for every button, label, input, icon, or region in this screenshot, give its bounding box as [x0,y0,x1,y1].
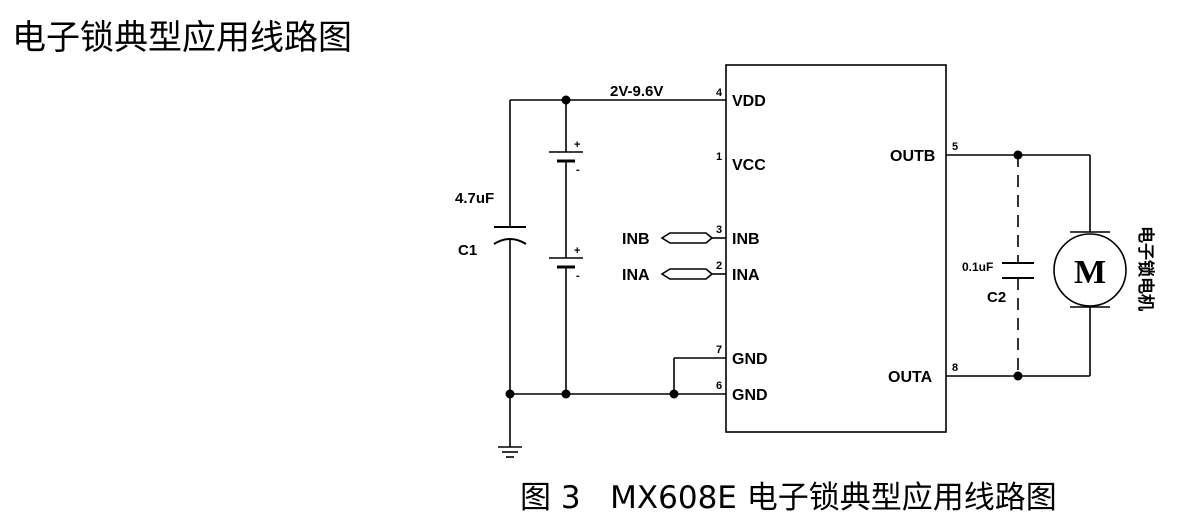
motor-icon [1053,233,1127,307]
pin-number: 4 [716,87,723,99]
battery-plus-label: + [574,245,580,257]
c2-value-label: 0.1uF [962,260,993,274]
figure-number: 图 3 [520,480,581,516]
junction-dots [505,95,1023,399]
figure-caption: 图 3 MX608E 电子锁典型应用线路图 [520,472,1057,517]
capacitor-c1-icon [493,226,527,245]
pin-name-gnd-7: GND [732,351,768,368]
chip-body [725,64,947,433]
c2-name-label: C2 [987,289,1006,306]
battery-minus-label: - [576,164,580,176]
ground-icon [498,446,522,458]
pin-number: 3 [716,224,722,236]
ina-connector-icon [660,268,714,280]
pin-name-inb: INB [732,231,760,248]
motor-symbol-label: M [1074,254,1106,291]
pin-number: 7 [716,344,722,356]
inb-connector-icon [660,232,714,244]
pin-number: 8 [952,362,958,374]
pin-name-outa: OUTA [888,369,933,386]
figure-caption-text: MX608E 电子锁典型应用线路图 [610,480,1057,516]
pin-number: 5 [952,141,958,153]
input-label-inb: INB [622,231,650,248]
motor-label: 电子锁电机 [1135,226,1156,311]
c1-value-label: 4.7uF [455,190,494,207]
pin-name-outb: OUTB [890,148,935,165]
page-title: 电子锁典型应用线路图 [12,18,352,58]
pin-number: 2 [716,260,722,272]
pin-name-vdd: VDD [732,93,766,110]
battery-icon [549,151,583,163]
battery-minus-label: - [576,270,580,282]
pin-name-gnd-6: GND [732,387,768,404]
battery-icon [549,257,583,269]
battery-plus-label: + [574,139,580,151]
pin-name-ina: INA [732,267,760,284]
capacitor-c2-icon [1002,262,1034,279]
c1-name-label: C1 [458,242,477,259]
supply-voltage-label: 2V-9.6V [610,83,663,100]
pin-number: 6 [716,380,722,392]
pin-name-vcc: VCC [732,157,766,174]
input-label-ina: INA [622,267,650,284]
pin-number: 1 [716,151,722,163]
